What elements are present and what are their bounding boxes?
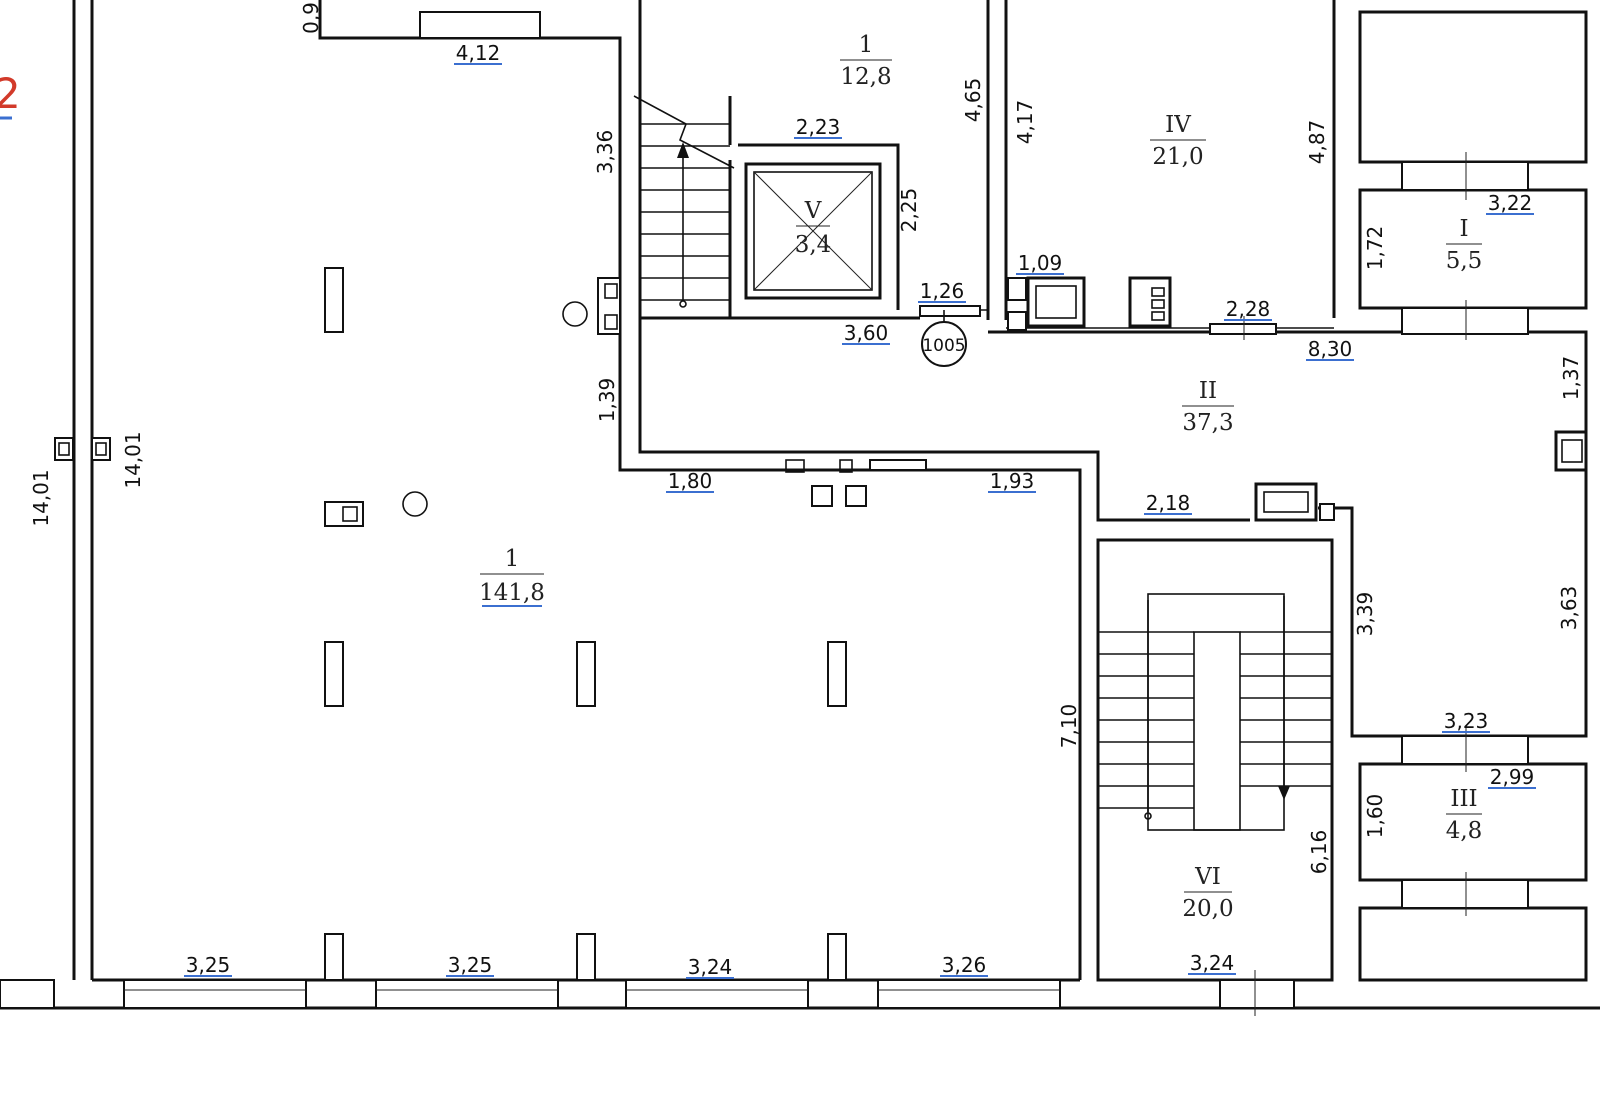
- room-iii: III 4,8: [1446, 786, 1483, 844]
- room-area: 141,8: [479, 580, 545, 606]
- dimension-label: 3,25: [448, 953, 493, 977]
- dimension-label: 3,60: [844, 321, 889, 345]
- walls: [0, 0, 1600, 1010]
- dimension-label: 1,39: [595, 378, 619, 423]
- pillars: [324, 267, 847, 981]
- room-number: III: [1450, 786, 1477, 812]
- room-area: 20,0: [1182, 896, 1233, 922]
- room-labels: 1 141,8 1 12,8 IV 21,0 V 3,4 I 5,5 II: [479, 32, 1482, 922]
- room-area: 37,3: [1182, 410, 1233, 436]
- dimension-label: 6,16: [1307, 830, 1331, 875]
- room-ii: II 37,3: [1182, 378, 1234, 436]
- dimension-label: 3,63: [1557, 586, 1581, 631]
- room-number: II: [1199, 378, 1217, 404]
- room-number: VI: [1194, 864, 1221, 890]
- dimensions-vertical: 0,9 3,36 2,25 4,65 4,17 4,87 1,72 1,37 1…: [29, 2, 1583, 874]
- room-number: I: [1459, 216, 1468, 242]
- dimension-label: 1,60: [1363, 794, 1387, 839]
- room-number: V: [804, 198, 822, 224]
- dimension-label: 2,28: [1226, 297, 1271, 321]
- room-vi: VI 20,0: [1182, 864, 1233, 922]
- dimension-label: 1,09: [1018, 251, 1063, 275]
- dimension-label: 2,25: [897, 188, 921, 233]
- dimension-label: 4,65: [961, 78, 985, 123]
- dimension-label: 3,25: [186, 953, 231, 977]
- dimension-label: 3,22: [1488, 191, 1533, 215]
- room-area: 5,5: [1446, 248, 1483, 274]
- dimension-label: 1,26: [920, 279, 965, 303]
- dimension-label: 2,23: [796, 115, 841, 139]
- room-1-top: 1 12,8: [840, 32, 892, 90]
- dimension-label: 14,01: [29, 469, 53, 526]
- room-area: 12,8: [840, 64, 891, 90]
- dimension-label: 8,30: [1308, 337, 1353, 361]
- room-i: I 5,5: [1446, 216, 1483, 274]
- dimension-label: 4,12: [456, 41, 501, 65]
- room-number: IV: [1165, 112, 1191, 138]
- dimension-label: 3,39: [1353, 592, 1377, 637]
- dimension-label: 0,9: [299, 2, 323, 34]
- dimension-label: 3,23: [1444, 709, 1489, 733]
- dimension-label: 2,99: [1490, 765, 1535, 789]
- dimension-label: 3,24: [1190, 951, 1235, 975]
- elevator-shaft: [744, 162, 882, 300]
- dimension-label: 14,01: [121, 431, 145, 488]
- room-v: V 3,4: [795, 198, 832, 258]
- dimension-label: 7,10: [1057, 704, 1081, 749]
- fixtures: [54, 276, 1588, 527]
- windows: [0, 11, 1529, 1016]
- stairs-top: [633, 95, 735, 318]
- dimensions-horizontal: 4,12 2,23 1,26 1,09 2,28 3,60 8,30 3,22 …: [184, 41, 1536, 979]
- room-number: 1: [859, 32, 874, 58]
- room-area: 3,4: [795, 232, 832, 258]
- point-label: 1005: [922, 336, 965, 356]
- dimension-label: 1,37: [1559, 356, 1583, 401]
- dimension-label: 3,36: [593, 130, 617, 175]
- dimension-label: 4,87: [1305, 120, 1329, 165]
- dimension-label: 3,24: [688, 955, 733, 979]
- dimension-label: 4,17: [1013, 100, 1037, 145]
- room-iv: IV 21,0: [1150, 112, 1206, 170]
- room-area: 4,8: [1446, 818, 1483, 844]
- sheet-marker: 2: [0, 69, 21, 118]
- dimension-label: 3,26: [942, 953, 987, 977]
- dimension-label: 1,80: [668, 469, 713, 493]
- dimension-label: 2,18: [1146, 491, 1191, 515]
- dimension-label: 1,72: [1363, 226, 1387, 271]
- room-number: 1: [505, 546, 520, 572]
- room-1-main: 1 141,8: [479, 546, 545, 607]
- room-area: 21,0: [1152, 144, 1203, 170]
- dimension-label: 1,93: [990, 469, 1035, 493]
- stairs-vi: [1098, 593, 1332, 831]
- survey-point-marker: 1005: [921, 310, 967, 367]
